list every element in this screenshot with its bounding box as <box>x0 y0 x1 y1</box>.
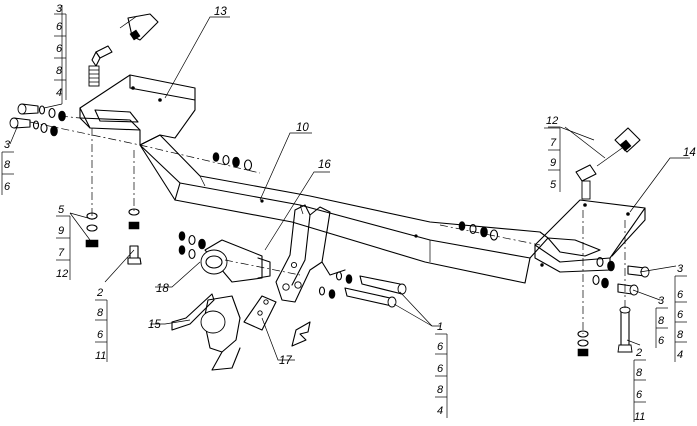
callout-14: 14 <box>683 147 696 159</box>
svg-text:7: 7 <box>550 137 557 149</box>
svg-text:3: 3 <box>56 3 63 15</box>
svg-text:1: 1 <box>437 321 443 333</box>
svg-text:8: 8 <box>636 367 643 379</box>
callout-labels: 13 10 16 14 18 15 17 <box>148 6 696 367</box>
svg-text:11: 11 <box>634 411 645 423</box>
right-vertical-stack <box>577 306 633 357</box>
cross-beam <box>139 134 549 284</box>
svg-text:6: 6 <box>4 181 11 193</box>
stack-left: 3 8 6 <box>1 124 19 195</box>
stack-right-a: 3 6 6 8 4 <box>674 263 687 362</box>
svg-text:6: 6 <box>437 363 444 375</box>
svg-text:5: 5 <box>58 204 65 216</box>
svg-text:12: 12 <box>56 268 68 280</box>
svg-text:6: 6 <box>437 341 444 353</box>
svg-text:8: 8 <box>437 384 444 396</box>
svg-text:9: 9 <box>550 157 556 169</box>
right-bracket <box>534 199 646 273</box>
right-top-bolt-plate <box>575 127 641 200</box>
svg-text:7: 7 <box>58 247 65 259</box>
svg-text:6: 6 <box>56 21 63 33</box>
svg-text:6: 6 <box>636 389 643 401</box>
svg-text:3: 3 <box>658 295 665 307</box>
svg-text:8: 8 <box>97 307 104 319</box>
svg-text:6: 6 <box>56 43 63 55</box>
svg-text:3: 3 <box>677 263 684 275</box>
center-nuts <box>212 152 499 241</box>
stack-left-bottom: 2 8 6 11 <box>95 287 108 362</box>
svg-text:5: 5 <box>550 179 557 191</box>
callout-18: 18 <box>156 283 169 295</box>
svg-text:6: 6 <box>97 329 104 341</box>
construction-lines <box>29 115 626 334</box>
svg-text:6: 6 <box>658 335 665 347</box>
svg-text:6: 6 <box>677 309 684 321</box>
stack-right-top: 12 7 9 5 <box>544 115 561 192</box>
right-side-bolts <box>592 256 650 296</box>
callout-10: 10 <box>296 122 309 134</box>
ball-mount-plate <box>275 204 346 303</box>
svg-text:8: 8 <box>56 65 63 77</box>
svg-text:2: 2 <box>96 287 103 299</box>
stack-top-left: 3 6 6 8 4 <box>54 3 67 100</box>
stack-left-mid: 5 9 7 12 <box>56 204 71 280</box>
stack-center-bottom: 1 6 6 8 4 <box>435 321 448 418</box>
socket-bracket <box>243 295 311 347</box>
svg-text:6: 6 <box>677 289 684 301</box>
callout-17: 17 <box>279 355 292 367</box>
svg-text:4: 4 <box>437 405 443 417</box>
svg-text:8: 8 <box>4 159 11 171</box>
callout-16: 16 <box>318 159 331 171</box>
svg-text:4: 4 <box>677 349 683 361</box>
stack-right-bottom: 2 8 6 11 <box>633 347 646 423</box>
svg-text:11: 11 <box>95 350 106 362</box>
callout-15: 15 <box>148 319 161 331</box>
ball-hitch <box>178 231 271 371</box>
center-bolts <box>318 271 407 308</box>
left-vertical-stack <box>85 208 142 265</box>
callout-13: 13 <box>214 6 227 18</box>
svg-text:9: 9 <box>58 225 64 237</box>
left-side-bolts <box>9 103 66 137</box>
svg-text:8: 8 <box>677 329 684 341</box>
svg-text:4: 4 <box>56 87 62 99</box>
leader-lines <box>43 5 690 361</box>
svg-text:12: 12 <box>546 115 558 127</box>
pin <box>171 293 215 331</box>
stack-right-b: 3 8 6 <box>655 295 668 348</box>
svg-text:3: 3 <box>4 139 11 151</box>
svg-text:8: 8 <box>658 315 665 327</box>
left-top-bolt-plate <box>88 13 159 87</box>
svg-text:2: 2 <box>635 347 642 359</box>
